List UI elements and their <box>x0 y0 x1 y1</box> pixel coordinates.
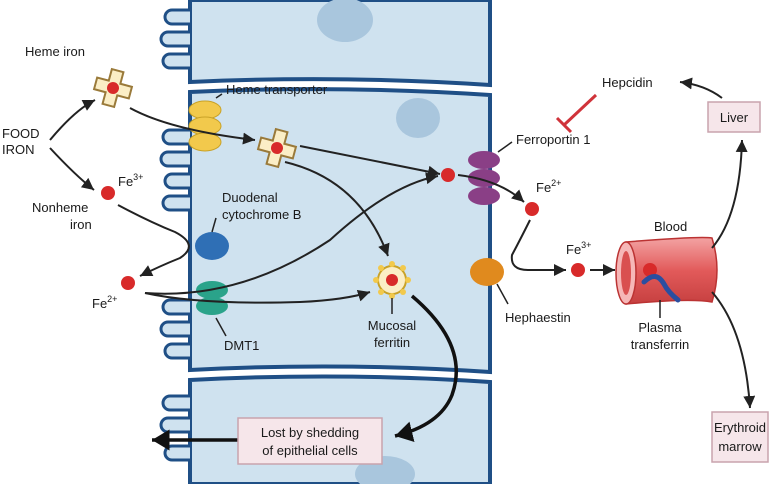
fe2-exit-dot <box>525 202 539 216</box>
heme-cross-outside <box>92 67 134 109</box>
microvilli <box>159 8 190 462</box>
erythroid-label-line1: Erythroid <box>714 420 766 435</box>
fe3-nonheme-label: Fe3+ <box>118 172 143 189</box>
food-iron-label-line1: FOOD <box>2 126 40 141</box>
liver-box: Liver <box>707 101 761 133</box>
lost-label-line1: Lost by shedding <box>261 425 359 440</box>
shedding-path-arrow <box>394 294 458 443</box>
mucosal-label-line1: Mucosal <box>368 318 417 333</box>
lost-label-line2: of epithelial cells <box>262 443 358 458</box>
fe2-lumen-dot <box>121 276 135 290</box>
fe-cytosol-dot <box>441 168 455 182</box>
nonheme-label-line2: iron <box>70 217 92 232</box>
duodenal-label-line2: cytochrome B <box>222 207 301 222</box>
hepcidin-inhibition <box>555 93 598 134</box>
fe2-exit-label: Fe2+ <box>536 178 561 195</box>
ferroportin-label: Ferroportin 1 <box>516 132 590 147</box>
plasma-label-line1: Plasma <box>638 320 682 335</box>
fe2-lumen-label: Fe2+ <box>92 294 117 311</box>
dmt1-label: DMT1 <box>224 338 259 353</box>
heme-cross-inside <box>256 127 298 169</box>
hephaestin-protein <box>470 258 504 286</box>
fe3-nonheme-dot <box>101 186 115 200</box>
heme-transporter-label: Heme transporter <box>226 82 328 97</box>
erythroid-label-line2: marrow <box>718 439 762 454</box>
plasma-label-line2: transferrin <box>631 337 690 352</box>
nucleus-top <box>317 0 373 42</box>
plasma-transferrin-shape <box>641 274 681 303</box>
nucleus-middle <box>396 98 440 138</box>
fe3-blood-label: Fe3+ <box>566 240 591 257</box>
food-iron-label-line2: IRON <box>2 142 35 157</box>
erythroid-marrow-box: Erythroid marrow <box>711 411 769 463</box>
duodenal-cytochrome-b-protein <box>195 232 229 260</box>
blood-vessel <box>615 236 718 305</box>
heme-transporter-protein <box>188 100 222 152</box>
duodenal-label-line1: Duodenal <box>222 190 278 205</box>
blood-label: Blood <box>654 219 687 234</box>
arrows <box>49 77 756 409</box>
hephaestin-label: Hephaestin <box>505 310 571 325</box>
leader-lines <box>211 93 661 337</box>
hepcidin-label: Hepcidin <box>602 75 653 90</box>
nonheme-label-line1: Nonheme <box>32 200 88 215</box>
mucosal-ferritin-complex <box>373 261 411 299</box>
mucosal-label-line2: ferritin <box>374 335 410 350</box>
heme-iron-label: Heme iron <box>25 44 85 59</box>
fe3-blood-dot <box>571 263 585 277</box>
transferrin-iron-dot <box>643 263 657 277</box>
cell-top <box>188 0 492 88</box>
lost-by-shedding-box: Lost by shedding of epithelial cells <box>237 417 383 465</box>
liver-label: Liver <box>720 110 749 125</box>
